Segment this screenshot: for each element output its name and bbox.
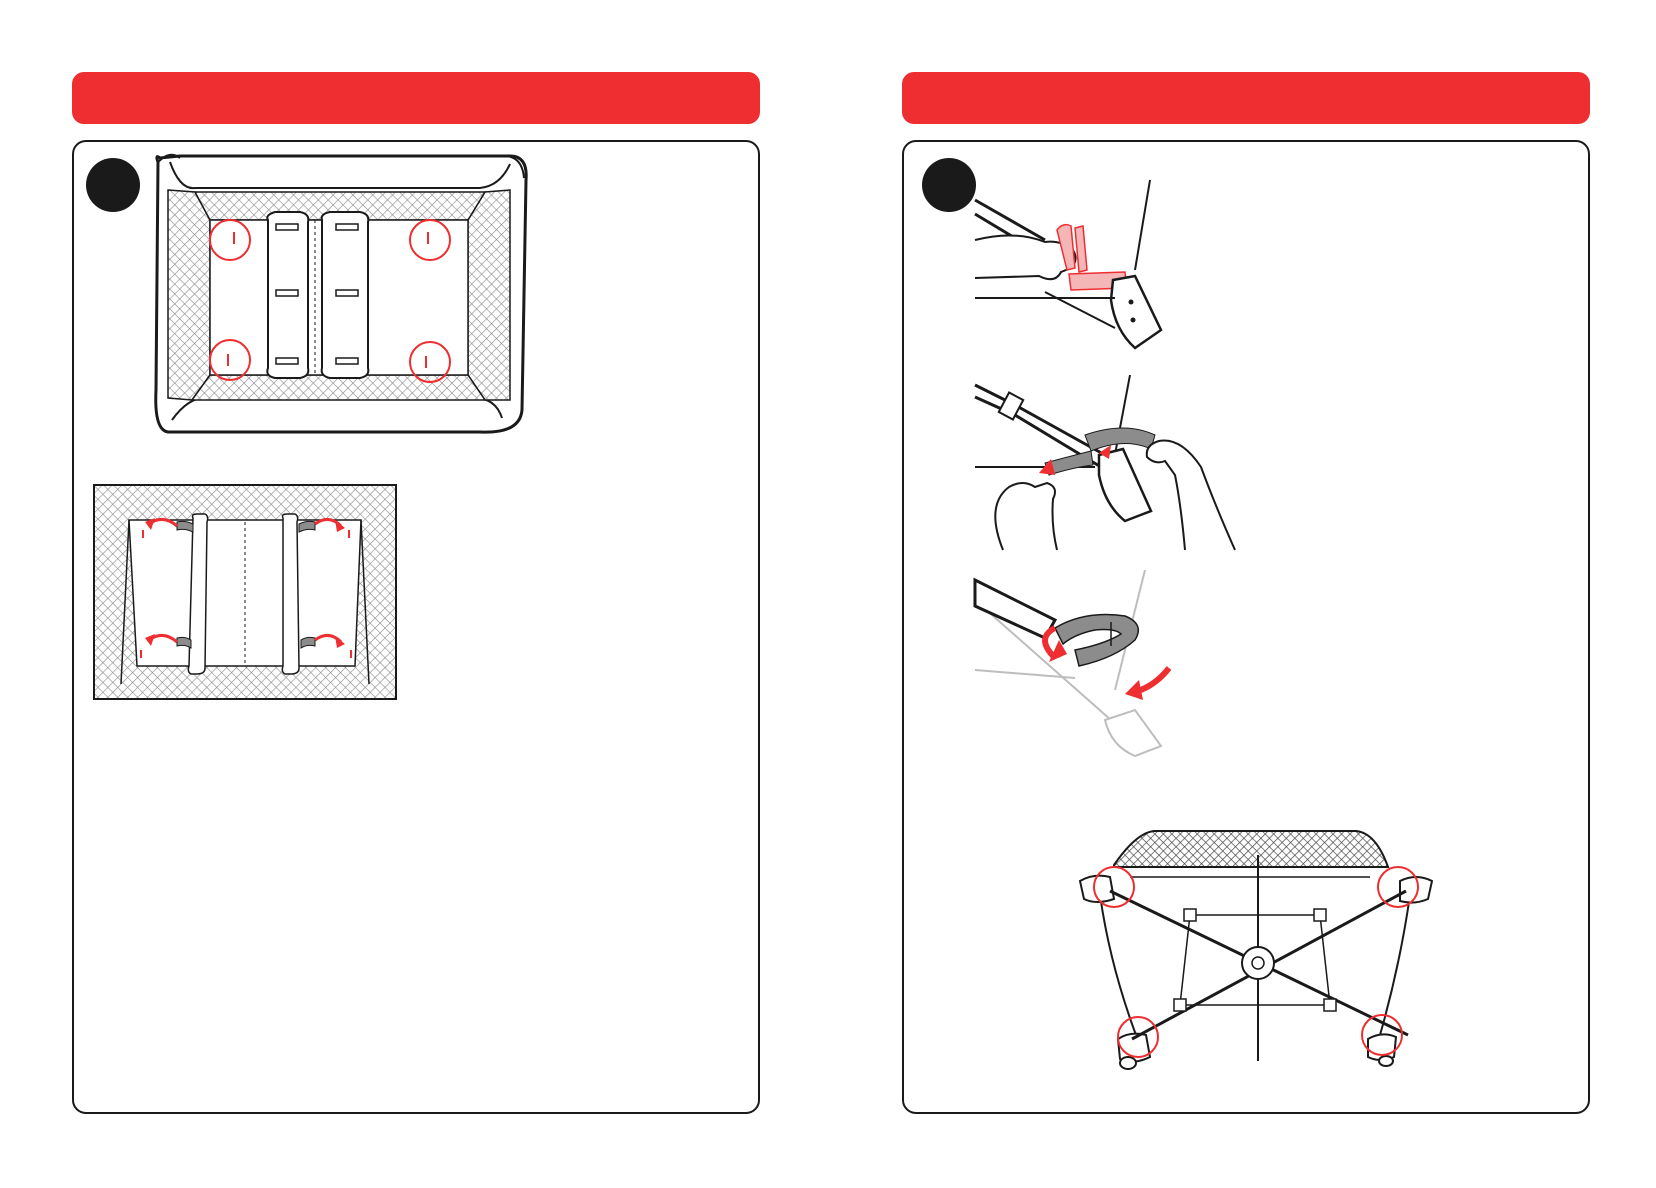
- strap-pull-through-corner: [975, 180, 1175, 360]
- playard-floor-top-view: [150, 150, 530, 440]
- strap-fasten-loop: [975, 570, 1195, 760]
- playard-underside-view: [1070, 825, 1440, 1085]
- right-header-bar: [902, 72, 1590, 124]
- right-step-badge-icon: [922, 158, 976, 212]
- strap-wrap-around-leg: [975, 375, 1235, 550]
- left-header-bar: [72, 72, 760, 124]
- left-step-badge-icon: [86, 158, 140, 212]
- mattress-strap-detail: [93, 484, 397, 700]
- curved-arrow-icon: [1125, 668, 1169, 700]
